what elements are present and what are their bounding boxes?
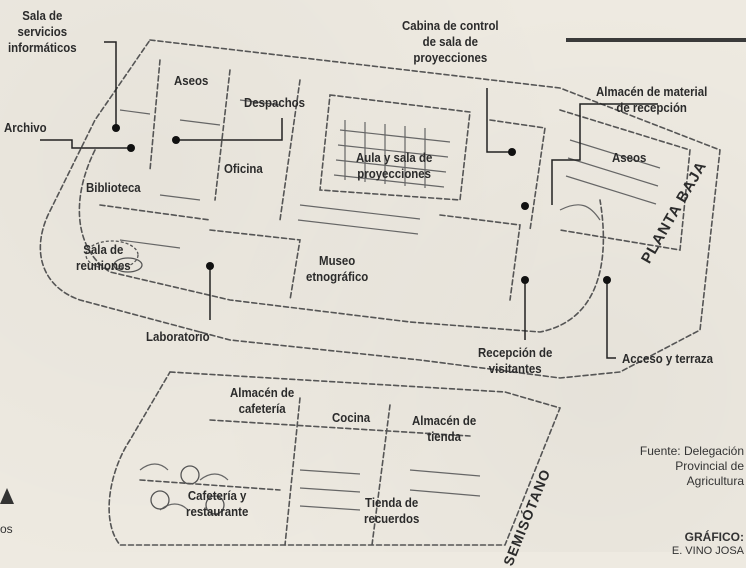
label-museo: Museo etnográfico (306, 253, 369, 284)
graphic-credit: GRÁFICO: E. VINO JOSA (671, 530, 744, 557)
leader-cabina (486, 88, 510, 153)
label-tienda: Tienda de recuerdos (364, 495, 420, 526)
source-note: Fuente: Delegación Provincial de Agricul… (639, 444, 744, 488)
label-aseos-right: Aseos (612, 150, 647, 165)
ground-floor-inner-curve (78, 149, 605, 333)
leader-archivo (40, 139, 130, 149)
ground-floor-outline (39, 39, 721, 379)
cropped-text-fragment: os (0, 522, 13, 536)
leader-acceso (606, 282, 616, 359)
label-archivo: Archivo (4, 120, 47, 135)
label-cocina: Cocina (332, 410, 371, 425)
header-rule (566, 38, 746, 42)
label-laboratorio: Laboratorio (146, 329, 210, 344)
leader-despachos (178, 118, 283, 141)
label-acceso: Acceso y terraza (622, 351, 713, 366)
floor-plan-drawing (39, 39, 721, 546)
leader-servicios (104, 41, 117, 126)
paper-background (0, 0, 746, 552)
cropped-arrow-icon (0, 488, 14, 504)
label-recepcion: Recepción de visitantes (478, 345, 553, 376)
label-almacen-tienda: Almacén de tienda (412, 413, 477, 444)
label-biblioteca: Biblioteca (86, 180, 141, 195)
basement-outline (108, 371, 562, 546)
label-aseos-left: Aseos (174, 73, 209, 88)
leader-almacen-recepcion (551, 103, 658, 205)
label-oficina: Oficina (224, 161, 263, 176)
label-almacen-recepcion: Almacén de material de recepción (596, 84, 708, 115)
label-almacen-cafeteria: Almacén de cafetería (230, 385, 295, 416)
label-aula: Aula y sala de proyecciones (356, 150, 433, 181)
label-cafeteria: Cafetería y restaurante (186, 488, 249, 519)
label-cabina: Cabina de control de sala de proyeccione… (402, 18, 499, 65)
label-sala-servicios: Sala de servicios informáticos (8, 8, 77, 55)
label-despachos: Despachos (244, 95, 306, 110)
label-sala-reuniones: Sala de reuniones (76, 242, 131, 273)
